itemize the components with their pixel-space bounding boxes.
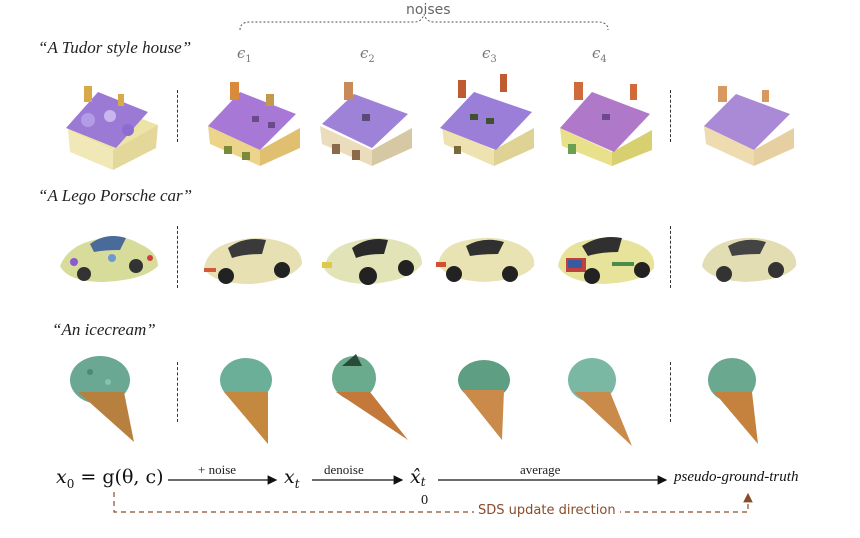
icecream-render-rough — [70, 356, 134, 442]
separator-car-right — [670, 226, 671, 288]
separator-house-left — [177, 90, 178, 142]
house-render-noise-2 — [320, 82, 412, 166]
car-render-noise-3 — [436, 237, 535, 282]
sds-update-direction-label: SDS update direction — [474, 503, 620, 518]
house-render-rough — [66, 86, 158, 170]
icecream-render-noise-4 — [568, 358, 632, 446]
icecream-render-average — [708, 358, 758, 444]
epsilon-2-label: ϵ2 — [360, 44, 375, 65]
x0-equation: x0 = g(θ, c) — [56, 466, 164, 491]
icecream-render-noise-2 — [332, 354, 408, 440]
average-label: average — [520, 462, 561, 477]
prompt-house: “A Tudor style house” — [38, 38, 192, 57]
car-render-rough — [60, 236, 158, 282]
add-noise-label: + noise — [198, 462, 237, 477]
noises-label: noises — [406, 2, 451, 18]
car-render-noise-2 — [322, 238, 422, 285]
separator-icecream-right — [670, 362, 671, 422]
car-render-noise-4 — [558, 237, 655, 284]
separator-house-right — [670, 90, 671, 142]
epsilon-1-label: ϵ1 — [237, 44, 252, 65]
denoise-label: denoise — [324, 462, 364, 477]
house-render-noise-1 — [208, 82, 300, 166]
prompt-icecream: “An icecream” — [52, 320, 156, 339]
house-render-noise-4 — [560, 82, 652, 166]
car-render-average — [702, 237, 797, 282]
house-render-average — [704, 86, 794, 166]
icecream-render-noise-1 — [220, 358, 272, 444]
epsilon-4-label: ϵ4 — [592, 44, 607, 65]
separator-icecream-left — [177, 362, 178, 422]
x0hat-symbol: x̂ t 0 — [410, 466, 429, 507]
prompt-car: “A Lego Porsche car” — [38, 186, 193, 205]
icecream-render-noise-3 — [458, 360, 510, 440]
car-render-noise-1 — [204, 238, 302, 284]
separator-car-left — [177, 226, 178, 288]
pseudo-ground-truth-label: pseudo-ground-truth — [674, 469, 799, 485]
house-render-noise-3 — [440, 74, 534, 166]
epsilon-3-label: ϵ3 — [482, 44, 497, 65]
noises-brace — [239, 13, 609, 31]
xt-symbol: xt — [284, 466, 300, 491]
